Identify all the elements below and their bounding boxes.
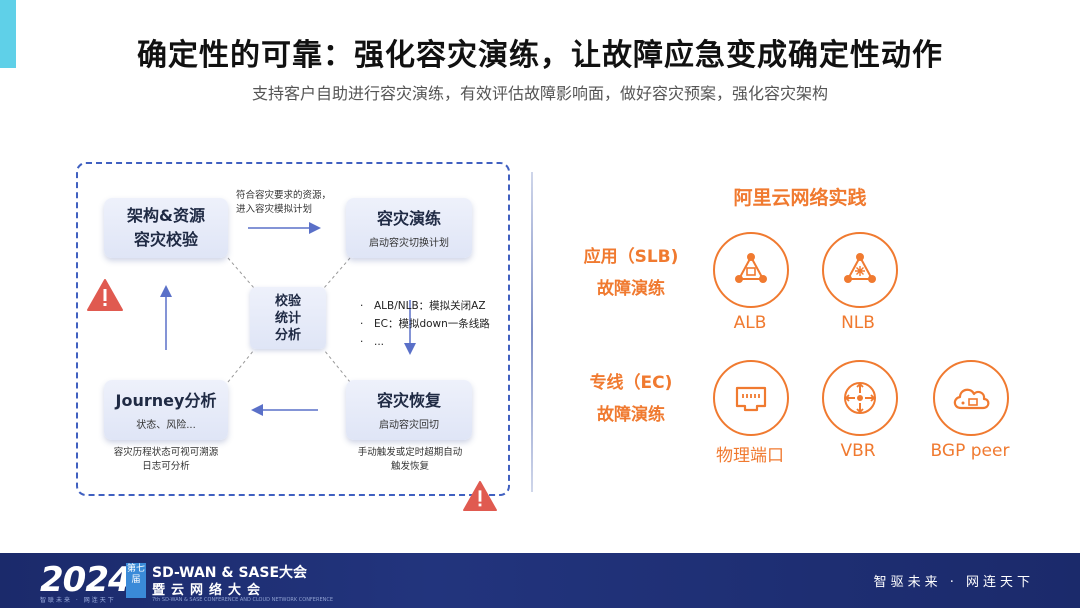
note-top-line1: 符合容灾要求的资源，: [236, 190, 332, 201]
physical-port-label: 物理端口: [716, 446, 784, 466]
vbr-label: VBR: [840, 441, 876, 461]
section-divider: [531, 172, 533, 492]
bullet-text: EC：模拟down一条线路: [374, 318, 490, 330]
conference-year-logo: 2024: [40, 560, 132, 600]
slide-subtitle: 支持客户自助进行容灾演练，有效评估故障影响面，做好容灾预案，强化容灾架构: [251, 84, 828, 103]
node-arch-resource-check: 架构&资源 容灾校验: [104, 198, 228, 258]
bullet-item: ·...: [360, 333, 490, 351]
nlb-icon: [844, 253, 876, 283]
row-label-slb: 应用（SLB) 故障演练: [568, 241, 694, 305]
warning-triangle-icon: [463, 480, 497, 512]
slide-title: 确定性的可靠：强化容灾演练，让故障应急变成确定性动作: [137, 38, 943, 73]
center-line3: 分析: [274, 327, 301, 343]
logo-subline: 智联未来 · 网连天下: [40, 597, 116, 604]
note-top-line2: 进入容灾模拟计划: [236, 204, 313, 215]
node-drill-title: 容灾演练: [376, 209, 441, 228]
node-journey-analysis: Journey分析 状态、风险...: [104, 380, 228, 440]
practice-title: 阿里云网络实践: [733, 187, 867, 209]
note-top: 符合容灾要求的资源， 进入容灾模拟计划: [236, 189, 331, 217]
note-journey-line2: 日志可分析: [142, 461, 190, 472]
conference-name-2: 暨云网络大会: [152, 583, 267, 598]
bullet-dot: ·: [360, 336, 364, 348]
note-recover-line2: 触发恢复: [390, 461, 429, 472]
bullet-dot: ·: [360, 300, 364, 312]
bgp-cloud-icon: [953, 388, 990, 410]
row-slb-line1: 应用（SLB): [583, 247, 679, 267]
node-dr-recovery: 容灾恢复 启动容灾回切: [346, 380, 472, 440]
row-slb-line2: 故障演练: [597, 279, 665, 299]
edition-badge: 第七届: [126, 563, 146, 598]
node-drill-sub: 启动容灾切换计划: [369, 238, 449, 249]
center-line2: 统计: [274, 310, 301, 326]
note-recover-line1: 手动触发或定时超期自动: [357, 447, 463, 458]
flow-diagram-frame: [76, 162, 510, 496]
node-arch-line1: 架构&资源: [127, 206, 205, 225]
note-journey-line1: 容灾历程状态可视可溯源: [113, 447, 219, 458]
bullet-text: ALB/NLB：模拟关闭AZ: [374, 300, 486, 312]
accent-bar: [0, 0, 16, 68]
vbr-product: [822, 360, 898, 436]
node-dr-drill: 容灾演练 启动容灾切换计划: [346, 198, 472, 258]
node-recover-sub: 启动容灾回切: [379, 420, 439, 431]
node-journey-sub: 状态、风险...: [136, 420, 196, 431]
bgp-peer-label: BGP peer: [930, 441, 1010, 461]
drill-bullets: · ALB/NLB：模拟关闭AZ · EC：模拟down一条线路 ·...: [360, 297, 490, 351]
node-recover-title: 容灾恢复: [376, 391, 441, 410]
node-arch-line2: 容灾校验: [133, 230, 198, 249]
footer-slogan: 智驱未来 · 网连天下: [873, 575, 1034, 590]
conference-name: SD-WAN & SASE大会: [152, 565, 308, 581]
bullet-dot: ·: [360, 318, 364, 330]
nlb-product: [822, 232, 898, 308]
alb-icon: [735, 253, 767, 283]
vbr-router-icon: [844, 382, 876, 414]
bullet-text: ...: [374, 336, 385, 348]
bullet-item: · EC：模拟down一条线路: [360, 315, 490, 333]
bullet-item: · ALB/NLB：模拟关闭AZ: [360, 297, 490, 315]
footer-banner: [0, 553, 1080, 608]
nlb-label: NLB: [841, 313, 875, 333]
conference-english: 7th SD-WAN & SASE CONFERENCE AND CLOUD N…: [152, 597, 333, 603]
ethernet-port-icon: [735, 386, 767, 412]
row-label-ec: 专线（EC) 故障演练: [568, 367, 694, 431]
node-journey-title: Journey分析: [115, 391, 217, 410]
alb-label: ALB: [733, 313, 767, 333]
row-ec-line2: 故障演练: [597, 405, 665, 425]
center-analysis-node: 校验 统计 分析: [250, 287, 326, 349]
note-journey: 容灾历程状态可视可溯源 日志可分析: [102, 446, 230, 474]
note-recover: 手动触发或定时超期自动 触发恢复: [344, 446, 476, 474]
bgp-peer-product: [933, 360, 1009, 436]
row-ec-line1: 专线（EC): [589, 373, 673, 393]
warning-triangle-icon: [87, 279, 123, 311]
alb-product: [713, 232, 789, 308]
center-line1: 校验: [274, 293, 301, 309]
physical-port-product: [713, 360, 789, 436]
